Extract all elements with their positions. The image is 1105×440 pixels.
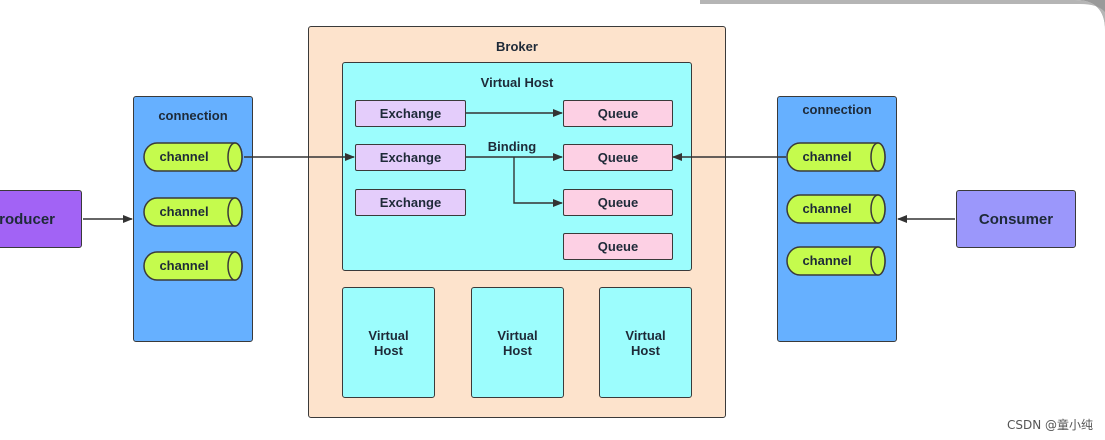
channel-cylinder-icon	[786, 194, 886, 224]
binding-label: Binding	[487, 139, 537, 154]
left-channel-2: channel	[143, 197, 243, 227]
right-channel-2: channel	[786, 194, 886, 224]
queue-1: Queue	[563, 100, 673, 127]
consumer-label: Consumer	[978, 210, 1054, 228]
exchange-1: Exchange	[355, 100, 466, 127]
channel-cylinder-icon	[143, 197, 243, 227]
virtual-host-2: Virtual Host	[342, 287, 435, 398]
producer-label: Producer	[0, 210, 55, 228]
right-channel-3-label: channel	[802, 253, 852, 268]
left-channel-3-label: channel	[159, 258, 209, 273]
broker-label: Broker	[496, 39, 538, 54]
virtual-host-4-label: Virtual Host	[625, 327, 666, 358]
queue-2: Queue	[563, 144, 673, 171]
channel-cylinder-icon	[143, 142, 243, 172]
left-channel-1: channel	[143, 142, 243, 172]
left-channel-3: channel	[143, 251, 243, 281]
virtual-host-3-label: Virtual Host	[497, 327, 538, 358]
left-channel-1-label: channel	[159, 149, 209, 164]
right-channel-1-label: channel	[802, 149, 852, 164]
channel-cylinder-icon	[143, 251, 243, 281]
exchange-3: Exchange	[355, 189, 466, 216]
watermark: CSDN @童小纯	[1006, 418, 1093, 432]
right-channel-2-label: channel	[802, 201, 852, 216]
channel-cylinder-icon	[786, 142, 886, 172]
queue-4: Queue	[563, 233, 673, 260]
exchange-2: Exchange	[355, 144, 466, 171]
virtual-host-3: Virtual Host	[471, 287, 564, 398]
consumer-box: Consumer	[956, 190, 1076, 248]
right-connection-label: connection	[802, 102, 872, 117]
left-connection-label: connection	[158, 108, 228, 123]
left-channel-2-label: channel	[159, 204, 209, 219]
virtual-host-4: Virtual Host	[599, 287, 692, 398]
right-channel-3: channel	[786, 246, 886, 276]
virtual-host-label: Virtual Host	[480, 75, 554, 90]
queue-3: Queue	[563, 189, 673, 216]
right-channel-1: channel	[786, 142, 886, 172]
virtual-host-2-label: Virtual Host	[368, 327, 409, 358]
channel-cylinder-icon	[786, 246, 886, 276]
producer-box: Producer	[0, 190, 82, 248]
